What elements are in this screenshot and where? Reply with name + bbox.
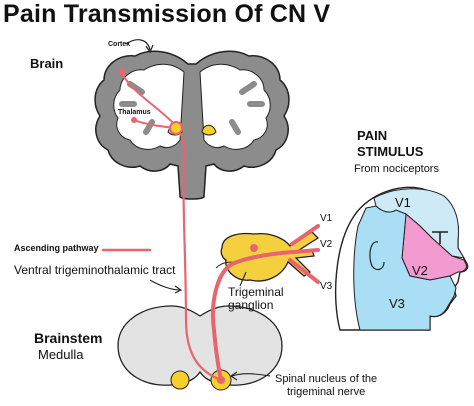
ventral-tract-label: Ventral trigeminothalamic tract xyxy=(14,263,176,277)
face-dermatomes xyxy=(334,186,469,331)
spinal-nucleus-line-2: trigeminal nerve xyxy=(286,386,366,398)
dermatome-v3 xyxy=(353,205,457,331)
ganglion-leader xyxy=(239,271,247,287)
ventricle-right xyxy=(201,124,217,136)
spinal-nucleus-line-1: Spinal nucleus of the xyxy=(275,373,378,385)
vtt-arrow xyxy=(149,279,181,291)
nucleus-arrowhead xyxy=(230,371,238,381)
nerve-v2 xyxy=(292,248,320,254)
spinal-nucleus-left xyxy=(170,370,190,390)
thalamus-label: Thalamus xyxy=(118,109,151,116)
thalamus-nucleus xyxy=(169,121,183,135)
brainstem-medulla xyxy=(117,305,283,386)
branch-v3-label: V3 xyxy=(320,281,333,292)
zone-v1-label: V1 xyxy=(395,195,411,210)
branch-v2-label: V2 xyxy=(320,239,333,250)
branch-v1-label: V1 xyxy=(320,213,333,224)
from-nociceptors-label: From nociceptors xyxy=(354,163,439,175)
nucleus-leader xyxy=(231,373,271,377)
ganglion-inner-path xyxy=(230,250,294,266)
vtt-arrowhead xyxy=(174,285,183,294)
eye xyxy=(432,231,448,244)
cortex-neuron-2 xyxy=(131,117,137,123)
trigeminal-ganglion-line-2: ganglion xyxy=(228,298,274,312)
pain-stimulus-line-2: STIMULUS xyxy=(357,144,424,159)
brain-sulcus-right xyxy=(229,81,265,135)
trigeminal-ganglion-label: Trigeminal ganglion xyxy=(228,286,284,312)
brainstem-label: Brainstem xyxy=(34,330,103,346)
spinal-nucleus-label: Spinal nucleus of the trigeminal nerve xyxy=(275,373,377,399)
cortex-arrow xyxy=(125,39,151,51)
brain-section xyxy=(94,50,290,200)
ear xyxy=(369,241,385,271)
medulla-label: Medulla xyxy=(38,347,84,362)
zone-v2-label: V2 xyxy=(412,263,428,278)
page-title: Pain Transmission Of CN V xyxy=(3,0,331,28)
descending-root xyxy=(211,262,234,382)
pain-stimulus-heading: PAIN STIMULUS xyxy=(357,128,423,160)
ascending-pathway-label: Ascending pathway xyxy=(14,243,99,253)
cortex-neuron xyxy=(118,68,126,76)
ganglion-cell xyxy=(250,244,258,252)
cortex-label: Cortex xyxy=(108,41,131,48)
ascending-tract xyxy=(170,126,223,382)
nerve-v1 xyxy=(290,224,320,246)
brain-label: Brain xyxy=(30,56,64,71)
zone-v3-label: V3 xyxy=(389,296,405,311)
trigeminal-ganglion-line-1: Trigeminal xyxy=(228,285,284,299)
nerve-v3 xyxy=(288,258,320,284)
pain-stimulus-line-1: PAIN xyxy=(357,128,388,143)
cortex-arrowhead xyxy=(145,44,154,54)
